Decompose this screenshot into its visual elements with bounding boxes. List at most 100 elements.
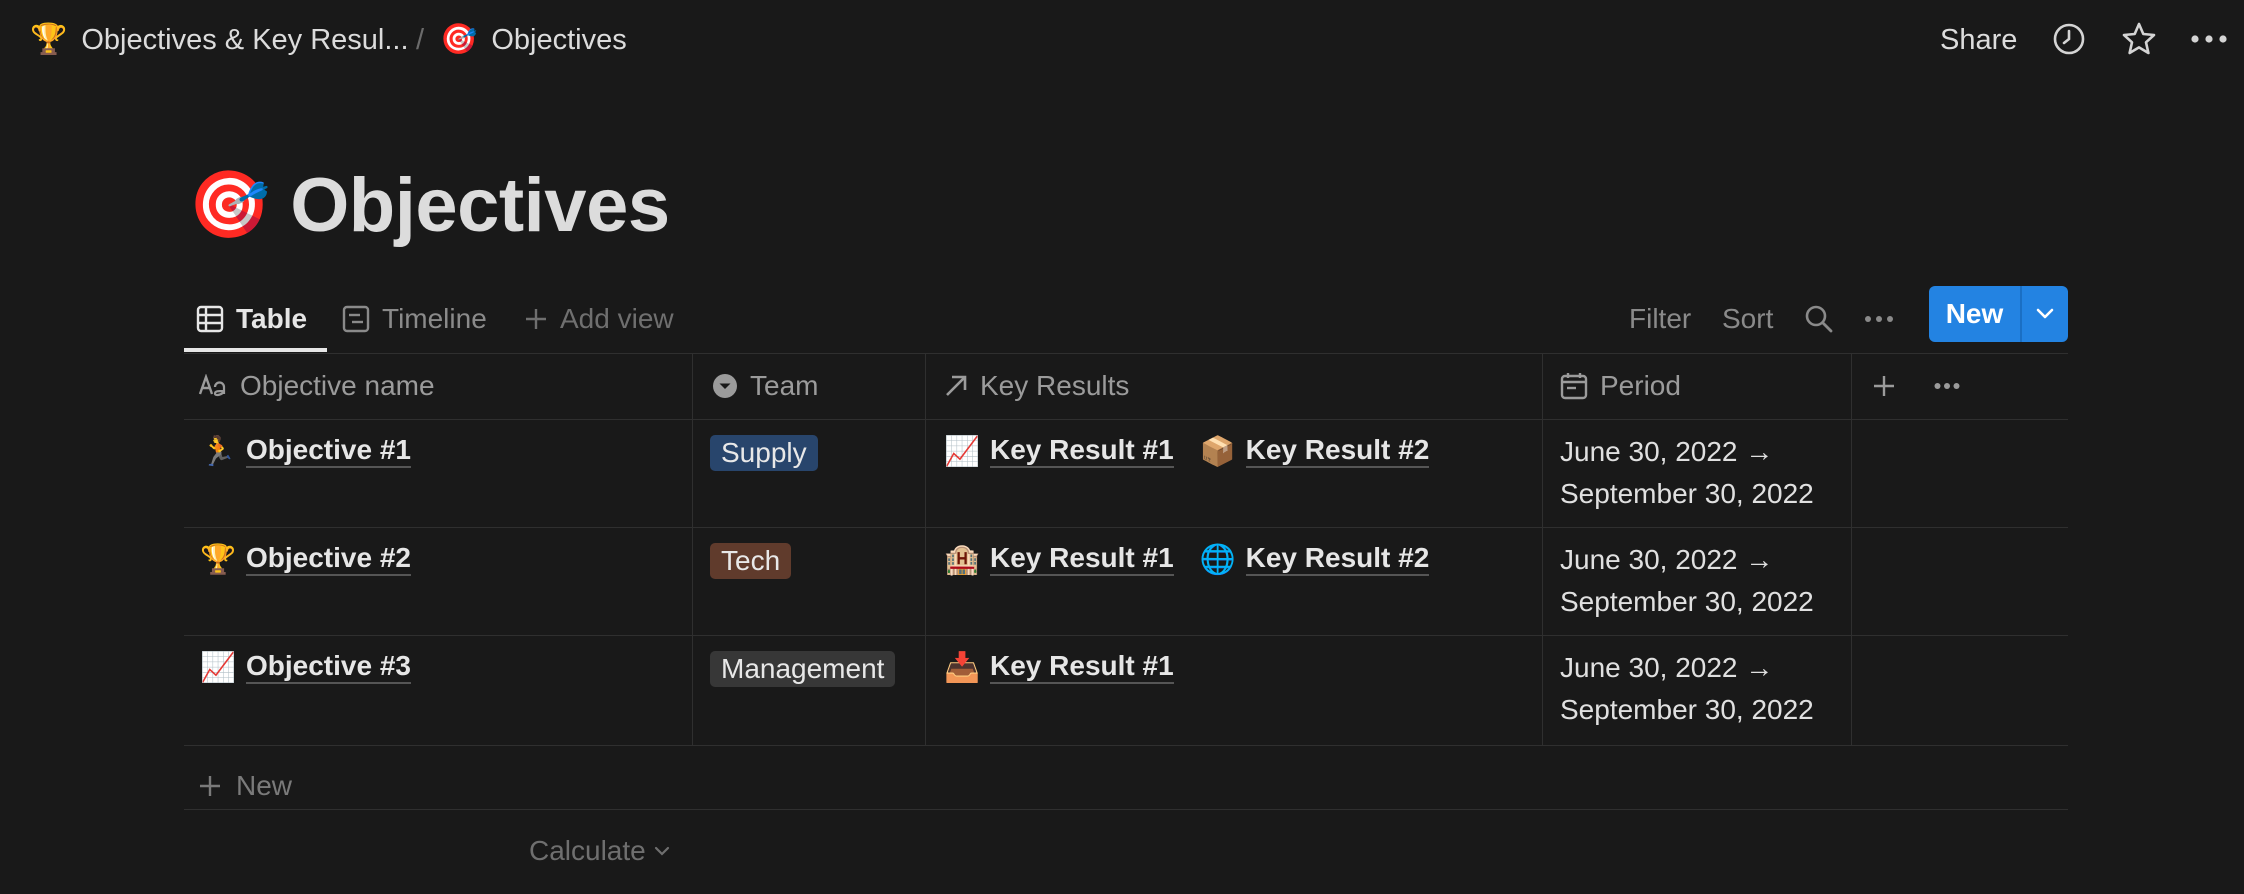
breadcrumb-label: Objectives & Key Resul... — [81, 23, 409, 56]
key-results-cell[interactable]: 🏨 Key Result #1 🌐 Key Result #2 — [944, 539, 1455, 579]
new-row-button[interactable]: New — [198, 753, 292, 819]
clock-icon[interactable] — [2049, 19, 2089, 59]
runner-icon: 🏃 — [200, 433, 237, 468]
timeline-icon — [342, 305, 370, 333]
star-icon[interactable] — [2119, 19, 2159, 59]
new-button-group: New — [1929, 286, 2068, 342]
relation-arrow-icon — [946, 375, 967, 396]
key-result-link[interactable]: Key Result #1 — [990, 434, 1174, 468]
tab-table[interactable]: Table — [196, 286, 307, 352]
period-start: June 30, 2022 → — [1560, 652, 1774, 683]
table-row[interactable]: 🏆 Objective #2 — [200, 539, 411, 579]
add-view-label: Add view — [560, 303, 674, 334]
active-tab-indicator — [184, 348, 327, 352]
table-row[interactable]: 📈 Objective #3 — [200, 647, 411, 687]
tab-label: Timeline — [382, 303, 487, 334]
breadcrumb-separator: / — [416, 24, 425, 56]
trophy-icon: 🏆 — [200, 541, 237, 576]
breadcrumb-item-okr[interactable]: 🏆 Objectives & Key Resul... — [30, 22, 409, 58]
view-more-icon[interactable] — [1864, 286, 1894, 352]
trophy-icon: 🏆 — [30, 22, 68, 57]
team-cell[interactable]: Tech — [710, 543, 792, 579]
key-result-link[interactable]: Key Result #2 — [1245, 434, 1430, 468]
share-button[interactable]: Share — [1940, 24, 2018, 56]
key-results-cell[interactable]: 📥 Key Result #1 — [944, 647, 1200, 687]
objective-name[interactable]: Objective #3 — [246, 650, 411, 684]
objective-name[interactable]: Objective #2 — [246, 542, 411, 576]
table-row[interactable]: 🏃 Objective #1 — [200, 431, 411, 471]
team-cell[interactable]: Management — [710, 651, 896, 687]
chevron-down-icon — [2036, 308, 2054, 319]
period-cell[interactable]: June 30, 2022 → September 30, 2022 — [1560, 647, 1814, 731]
calculate-label: Calculate — [529, 835, 646, 866]
divider — [925, 353, 926, 745]
column-header-objective-name[interactable]: Objective name — [198, 353, 435, 419]
breadcrumb-label: Objectives — [491, 23, 627, 56]
divider — [1542, 353, 1543, 745]
new-dropdown-button[interactable] — [2020, 286, 2068, 342]
key-result-link[interactable]: Key Result #1 — [990, 542, 1174, 576]
key-results-cell[interactable]: 📈 Key Result #1 📦 Key Result #2 — [944, 431, 1455, 471]
page-header: 🎯 Objectives — [188, 160, 670, 250]
plus-icon — [526, 309, 546, 329]
search-icon[interactable] — [1804, 286, 1834, 352]
add-view-button[interactable]: Add view — [524, 286, 674, 352]
key-result-link[interactable]: Key Result #1 — [990, 650, 1174, 684]
column-header-label: Period — [1600, 370, 1681, 401]
objective-name[interactable]: Objective #1 — [246, 434, 411, 468]
inbox-tray-icon: 📥 — [944, 649, 981, 684]
text-property-icon — [198, 374, 226, 397]
sort-button[interactable]: Sort — [1722, 303, 1774, 334]
tab-label: Table — [236, 303, 308, 334]
view-bar: Table Timeline Add view Filter Sort New — [184, 286, 2068, 352]
column-header-label: Objective name — [240, 370, 435, 401]
page-title[interactable]: Objectives — [290, 162, 670, 248]
calculate-button[interactable]: Calculate — [529, 823, 670, 879]
divider — [184, 745, 2068, 746]
chart-increasing-icon: 📈 — [944, 433, 981, 468]
column-options-icon[interactable] — [1934, 353, 1972, 419]
chart-increasing-icon: 📈 — [200, 649, 237, 684]
column-header-period[interactable]: Period — [1560, 353, 1681, 419]
chevron-down-icon — [654, 846, 669, 856]
divider — [692, 353, 693, 745]
column-header-label: Team — [750, 370, 819, 401]
more-options-icon[interactable] — [2189, 19, 2229, 59]
column-header-key-results[interactable]: Key Results — [944, 353, 1129, 419]
add-property-button[interactable] — [1872, 353, 1908, 419]
dart-icon: 🎯 — [440, 22, 478, 57]
divider — [1851, 353, 1852, 745]
dart-icon[interactable]: 🎯 — [188, 166, 271, 243]
filter-button[interactable]: Filter — [1629, 303, 1692, 334]
divider — [184, 527, 2068, 528]
period-end: September 30, 2022 — [1560, 694, 1814, 725]
divider — [184, 353, 2068, 354]
period-cell[interactable]: June 30, 2022 → September 30, 2022 — [1560, 539, 1814, 623]
divider — [184, 419, 2068, 420]
plus-icon — [200, 776, 220, 796]
divider — [184, 635, 2068, 636]
column-header-team[interactable]: Team — [712, 353, 818, 419]
key-result-link[interactable]: Key Result #2 — [1245, 542, 1430, 576]
tab-timeline[interactable]: Timeline — [342, 286, 487, 352]
new-row-label: New — [236, 770, 293, 801]
team-tag: Supply — [710, 435, 818, 471]
column-header-label: Key Results — [980, 370, 1130, 401]
table-icon — [196, 305, 224, 333]
plus-icon — [1874, 376, 1894, 396]
team-cell[interactable]: Supply — [710, 435, 818, 471]
period-start: June 30, 2022 → — [1560, 544, 1774, 575]
breadcrumb-item-objectives[interactable]: 🎯 Objectives — [440, 22, 627, 58]
package-icon: 📦 — [1199, 433, 1236, 468]
top-bar: 🏆 Objectives & Key Resul... / 🎯 Objectiv… — [0, 0, 2244, 78]
hotel-icon: 🏨 — [944, 541, 981, 576]
new-button[interactable]: New — [1929, 286, 2020, 342]
period-end: September 30, 2022 — [1560, 586, 1814, 617]
period-end: September 30, 2022 — [1560, 478, 1814, 509]
globe-icon: 🌐 — [1199, 541, 1236, 576]
select-property-icon — [713, 374, 737, 398]
team-tag: Management — [710, 651, 896, 687]
period-start: June 30, 2022 → — [1560, 436, 1774, 467]
divider — [184, 809, 2068, 810]
period-cell[interactable]: June 30, 2022 → September 30, 2022 — [1560, 431, 1814, 515]
